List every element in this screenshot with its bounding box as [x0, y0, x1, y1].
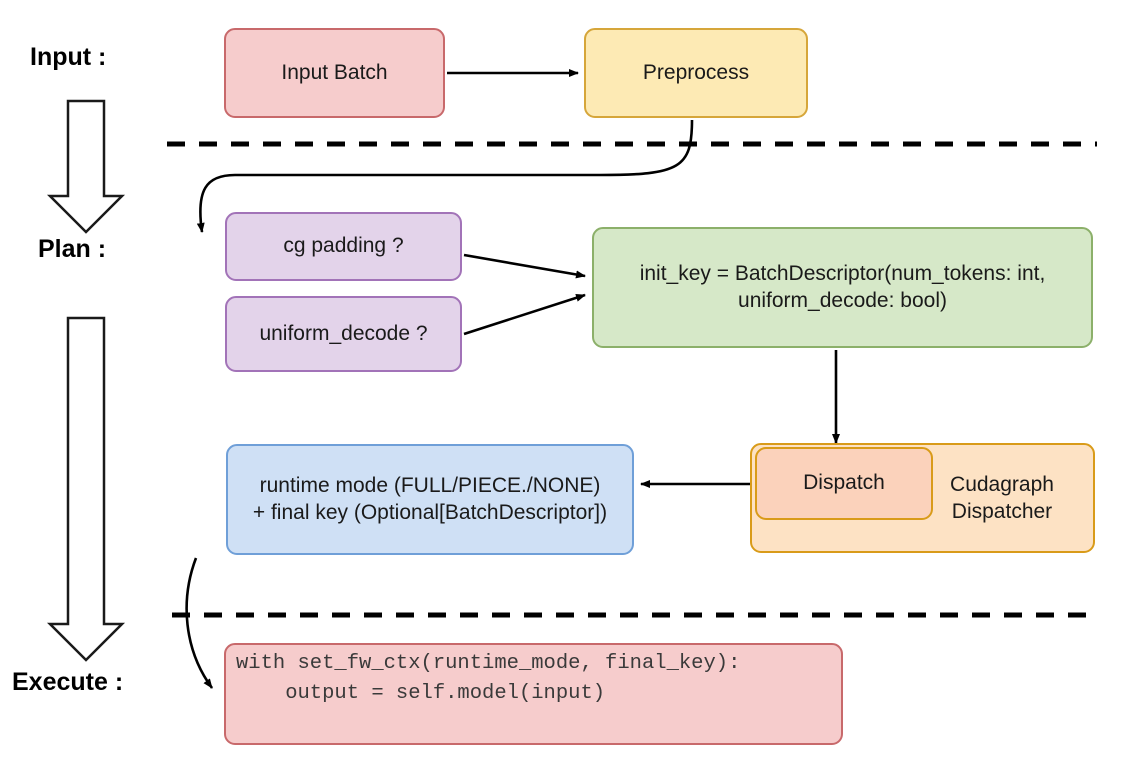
- node-code-block-line-1: with set_fw_ctx(runtime_mode, final_key)…: [236, 652, 741, 675]
- node-runtime-mode[interactable]: runtime mode (FULL/PIECE./NONE) + final …: [226, 444, 634, 555]
- arrow-cg-padding-to-init-key: [463, 253, 586, 279]
- node-uniform-decode-label: uniform_decode ?: [259, 321, 428, 345]
- arrow-runtime-mode-to-code-block: [185, 557, 214, 689]
- node-uniform-decode[interactable]: uniform_decode ?: [225, 296, 462, 372]
- node-runtime-mode-line-1: runtime mode (FULL/PIECE./NONE): [259, 473, 601, 497]
- node-input-batch-label: Input Batch: [281, 60, 388, 84]
- node-dispatch-label: Dispatch: [803, 471, 885, 495]
- node-init-key-line-2: uniform_decode: bool): [738, 288, 947, 312]
- node-init-key-line-1: init_key = BatchDescriptor(num_tokens: i…: [639, 261, 1046, 285]
- node-runtime-mode-line-2: + final key (Optional[BatchDescriptor]): [252, 500, 608, 524]
- node-cudagraph-dispatcher-line-1: Cudagraph: [950, 472, 1054, 496]
- node-input-batch[interactable]: Input Batch: [224, 28, 445, 118]
- node-init-key[interactable]: init_key = BatchDescriptor(num_tokens: i…: [592, 227, 1093, 348]
- stage-label-plan: Plan :: [38, 235, 107, 263]
- stage-arrow-plan-to-execute: [46, 316, 126, 662]
- stage-label-input: Input :: [30, 43, 107, 71]
- node-cg-padding-label: cg padding ?: [283, 234, 404, 258]
- stage-label-execute: Execute :: [12, 668, 124, 696]
- stage-arrow-input-to-plan: [46, 99, 126, 234]
- node-dispatch[interactable]: Dispatch: [755, 447, 933, 520]
- node-cg-padding[interactable]: cg padding ?: [225, 212, 462, 281]
- node-code-block[interactable]: with set_fw_ctx(runtime_mode, final_key)…: [224, 643, 843, 745]
- node-cudagraph-dispatcher-label: Cudagraph Dispatcher: [927, 471, 1077, 526]
- arrow-uniform-decode-to-init-key: [463, 293, 586, 336]
- node-code-block-line-2: output = self.model(input): [236, 681, 606, 705]
- node-preprocess-label: Preprocess: [642, 60, 750, 84]
- node-preprocess[interactable]: Preprocess: [584, 28, 808, 118]
- node-cudagraph-dispatcher-line-2: Dispatcher: [951, 500, 1053, 523]
